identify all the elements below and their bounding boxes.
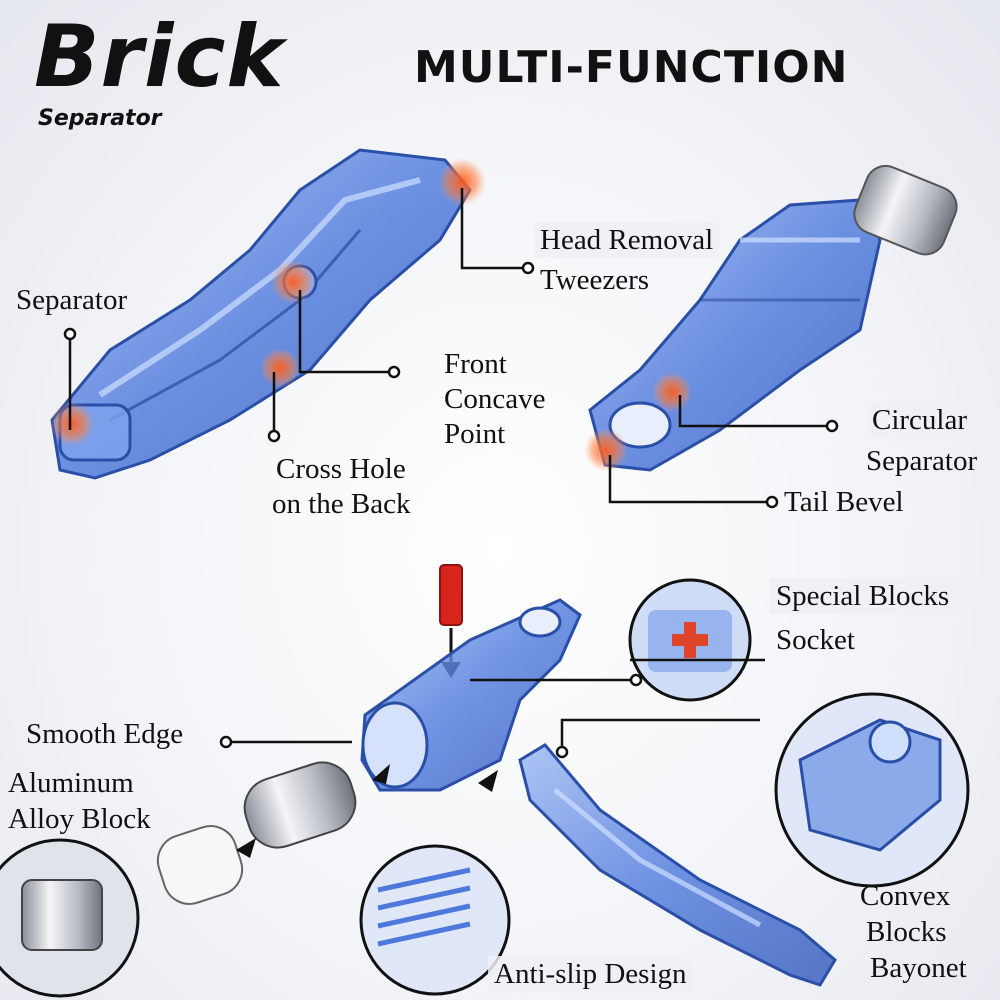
- highlight-dot: [652, 372, 692, 412]
- label-head-removal-line2: Tweezers: [540, 264, 650, 296]
- zoom-anti-slip: [359, 844, 511, 996]
- headline: MULTI-FUNCTION: [414, 42, 849, 93]
- label-front-concave-line1: Front: [444, 348, 507, 380]
- aluminum-blocks: [156, 761, 357, 905]
- label-special-blocks-line2: Socket: [776, 624, 855, 656]
- zoom-bayonet: [774, 692, 970, 888]
- label-tail-bevel: Tail Bevel: [784, 486, 904, 518]
- label-separator: Separator: [16, 284, 128, 316]
- zoom-special-socket: [628, 578, 752, 702]
- brand-subtitle: Separator: [38, 106, 162, 131]
- callout-lines-bottom: [228, 658, 765, 750]
- zoom-aluminum: [0, 838, 140, 998]
- label-cross-hole-line2: on the Back: [272, 488, 411, 520]
- label-convex-line3: Bayonet: [870, 952, 967, 984]
- label-circular-line2: Separator: [866, 445, 978, 477]
- highlight-dot: [260, 348, 300, 388]
- label-convex-line1: Convex: [860, 880, 951, 912]
- highlight-dot: [50, 402, 94, 446]
- highlight-dot: [584, 428, 628, 472]
- highlight-dot: [271, 260, 315, 304]
- label-circular-line1: Circular: [866, 402, 974, 438]
- label-head-removal-line1: Head Removal: [534, 222, 720, 258]
- brand-logo: Brick: [34, 7, 285, 107]
- label-smooth-edge: Smooth Edge: [26, 718, 184, 750]
- highlight-dot: [438, 158, 486, 206]
- label-aluminum-line2: Alloy Block: [8, 803, 151, 835]
- socket-head: [360, 598, 582, 792]
- label-special-blocks-line1: Special Blocks: [770, 578, 956, 614]
- label-cross-hole-line1: Cross Hole: [276, 453, 406, 485]
- bayonet-tool: [518, 743, 837, 987]
- label-front-concave-line2: Concave: [444, 383, 546, 415]
- label-front-concave-line3: Point: [444, 418, 506, 450]
- label-convex-line2: Blocks: [866, 916, 947, 948]
- label-anti-slip: Anti-slip Design: [488, 956, 693, 992]
- callout-lines-top: [68, 188, 828, 504]
- label-aluminum-line1: Aluminum: [8, 767, 134, 799]
